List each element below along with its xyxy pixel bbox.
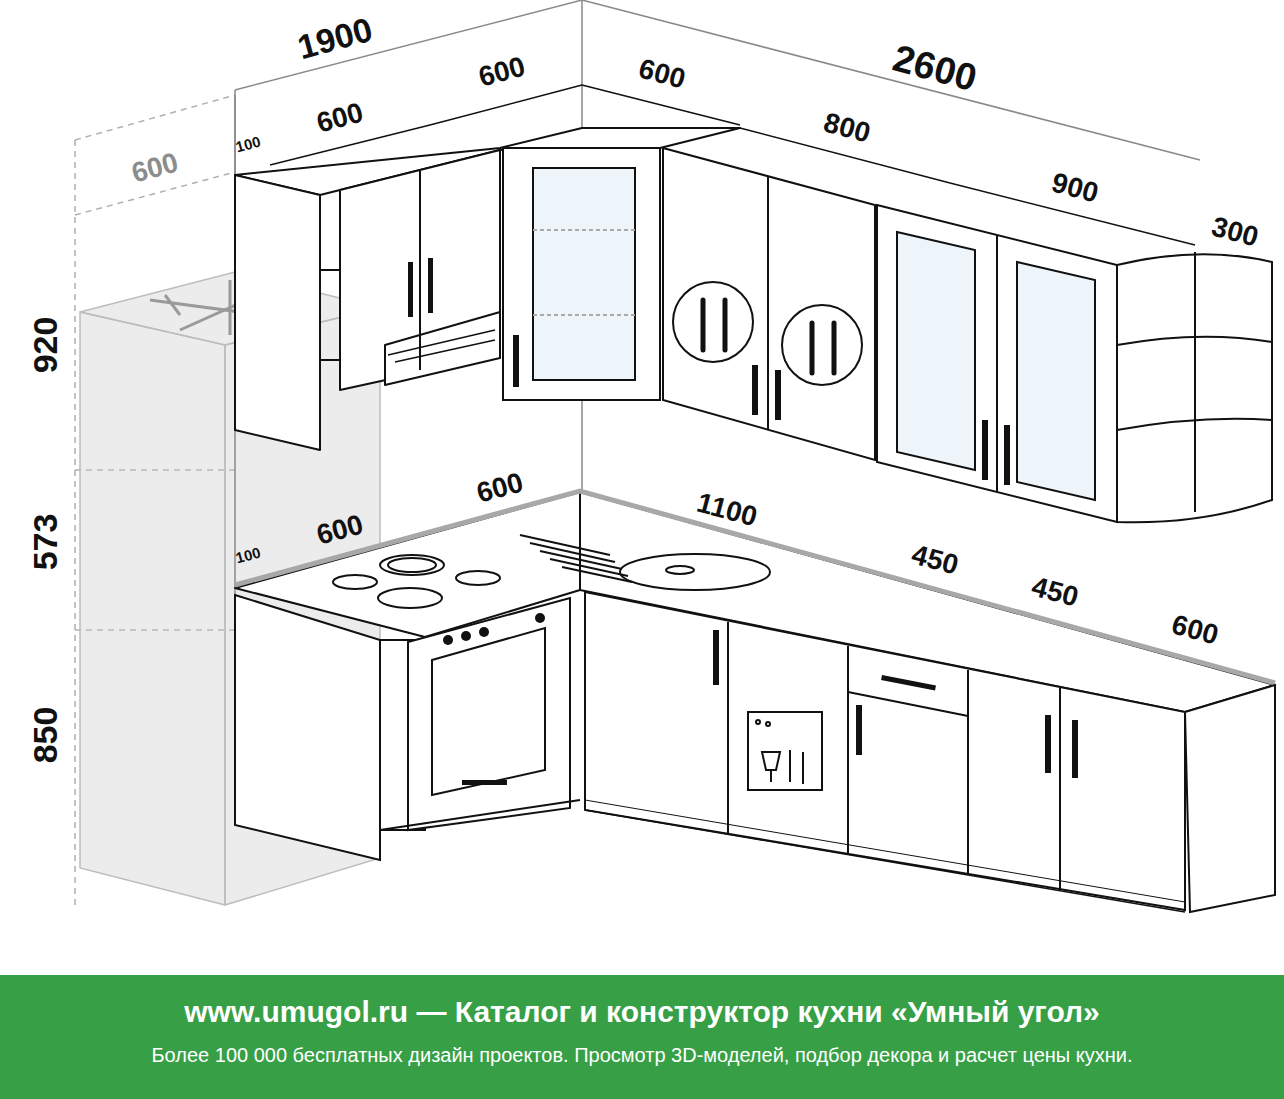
- footer-band: www.umugol.ru — Каталог и конструктор ку…: [0, 975, 1284, 1099]
- dimension-label: 100: [234, 134, 262, 155]
- dimension-label: 800: [821, 108, 873, 147]
- dimension-label: 2600: [889, 39, 981, 98]
- dimension-label: 600: [1169, 610, 1221, 649]
- footer-subtitle: Более 100 000 бесплатных дизайн проектов…: [10, 1043, 1274, 1068]
- footer-title: www.umugol.ru — Каталог и конструктор ку…: [10, 993, 1274, 1031]
- dimension-label: 600: [129, 148, 181, 187]
- dimension-label: 450: [909, 540, 961, 579]
- dimension-label: 600: [476, 52, 528, 91]
- dimension-label: 600: [636, 54, 688, 93]
- dimension-label: 850: [28, 707, 62, 764]
- dimension-label: 900: [1049, 168, 1101, 207]
- dimension-label: 920: [28, 317, 62, 374]
- dimension-label: 450: [1029, 572, 1081, 611]
- dimension-label: 600: [474, 468, 526, 507]
- dimension-label: 600: [314, 98, 366, 137]
- dimension-label: 573: [28, 514, 62, 571]
- dimension-label: 300: [1209, 212, 1261, 251]
